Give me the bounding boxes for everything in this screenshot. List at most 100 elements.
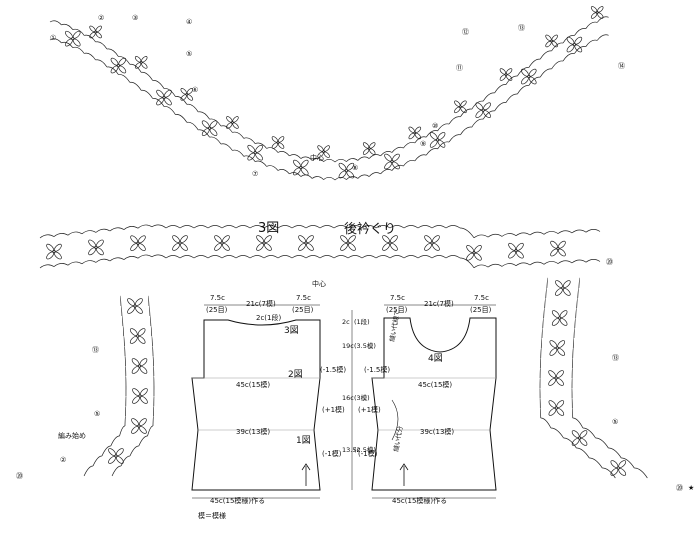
upper-arc-label: ⑧	[352, 164, 358, 172]
upper-arc-label: ⑤	[186, 50, 192, 58]
upper-arc-labels: ① ② ③ ④ ⑤ ⑥ ⑦ ⑧ ⑨ ⑩ ⑪ ⑫ ⑬ ⑭ 中心	[50, 14, 625, 178]
flower-motif	[454, 100, 467, 114]
flower-motif	[180, 88, 194, 101]
flower-motif	[271, 136, 285, 149]
flower-motif	[89, 25, 102, 39]
back-top-dim: 7.5c	[296, 294, 311, 302]
flower-motif	[129, 328, 146, 344]
flower-motif	[429, 132, 446, 148]
flower-motif	[338, 162, 355, 179]
back-height-mark: (3.5模)	[354, 341, 376, 350]
section-figure-number: 3図	[258, 221, 279, 236]
upper-arc-label: ③	[132, 14, 138, 22]
upper-arc-motif-band	[49, 6, 609, 181]
upper-arc-label: ⑦	[252, 170, 258, 178]
upper-arc-label: ⑭	[618, 62, 625, 70]
upper-arc-label: ④	[186, 18, 192, 26]
back-fig-label: 1図	[296, 435, 311, 446]
flower-motif	[555, 280, 571, 296]
right-lower-label: ⑬	[612, 354, 619, 362]
back-top-dim: 7.5c	[210, 294, 225, 302]
front-inner-note: 縫い代分	[391, 425, 404, 453]
back-neck-note: 2c(1段)	[256, 313, 281, 322]
back-height-mark: 19c	[342, 342, 354, 350]
chain-mesh	[111, 295, 155, 477]
flower-motif	[549, 340, 566, 356]
flower-motif	[108, 448, 124, 464]
chain-mesh	[49, 34, 609, 181]
flower-motif	[317, 145, 330, 158]
back-fig-label: 2図	[288, 369, 303, 380]
flower-motif	[172, 235, 188, 251]
flower-motif	[130, 235, 146, 251]
chain-mesh	[39, 224, 601, 239]
back-side-mark: (-1.5模)	[320, 365, 346, 374]
flower-motif	[134, 56, 148, 69]
star-note: ★	[688, 484, 694, 492]
back-side-mark: (+1模)	[322, 405, 345, 414]
left-lower-label: ②	[60, 456, 66, 464]
flower-motif	[293, 159, 309, 176]
flower-motif	[590, 6, 604, 19]
chain-mesh	[83, 295, 127, 477]
right-lower-label: ⑳	[606, 258, 613, 266]
flower-motif	[247, 144, 263, 161]
flower-motif	[340, 235, 356, 251]
back-top-dim: (25目)	[292, 306, 314, 314]
back-height-mark: 13.5c	[342, 446, 360, 454]
chain-mesh	[49, 16, 609, 163]
flower-motif	[88, 239, 104, 256]
front-top-dim: (25目)	[470, 306, 492, 314]
front-panel-outline	[371, 317, 497, 491]
flower-motif	[548, 370, 564, 386]
flower-motif	[521, 68, 537, 85]
flower-motif	[475, 102, 491, 118]
back-fig-label: 3図	[284, 325, 299, 336]
front-up-arrow-head	[399, 463, 409, 471]
flower-motif	[131, 358, 148, 374]
front-bottom-width: 45c(15模様)作る	[392, 496, 447, 505]
front-top-dim: 21c(7模)	[424, 299, 454, 308]
front-top-dim: 7.5c	[474, 294, 489, 302]
flower-motif	[127, 298, 143, 314]
back-height-mark: 16c	[342, 394, 354, 402]
back-bottom-width: 45c(15模様)作る	[210, 496, 265, 505]
flower-motif	[46, 243, 62, 260]
band-center-mark: 中心	[312, 279, 326, 288]
flower-motif	[508, 242, 524, 259]
upper-arc-label: ⑫	[462, 28, 469, 36]
left-lower-motif-band	[83, 295, 155, 477]
upper-arc-label: ②	[98, 14, 104, 22]
flower-motif	[551, 310, 568, 326]
flower-motif	[571, 430, 588, 446]
front-side-mark: (-1.5模)	[364, 365, 390, 374]
back-height-mark: (3模)	[354, 393, 370, 402]
upper-arc-label: ⑨	[420, 140, 426, 148]
back-waist-width: 39c(13模)	[236, 427, 270, 436]
front-fig-label: 4図	[428, 353, 443, 364]
upper-arc-label: ⑪	[456, 64, 463, 72]
right-lower-motif-band	[539, 277, 648, 479]
chain-mesh	[539, 277, 616, 479]
right-lower-label: ⑤	[612, 418, 618, 426]
back-height-mark: 2c	[342, 318, 350, 326]
left-lower-label: ⑳	[16, 472, 23, 480]
flower-motif	[214, 235, 230, 251]
upper-arc-center-mark: 中心	[310, 153, 324, 162]
front-top-dim: 7.5c	[390, 294, 405, 302]
flower-motif	[201, 120, 218, 136]
back-panel-outline	[191, 319, 321, 491]
left-lower-label: ⑬	[92, 346, 99, 354]
front-waist-width: 39c(13模)	[420, 427, 454, 436]
upper-arc-label: ⑥	[192, 86, 198, 94]
flower-motif	[298, 235, 314, 251]
flower-motif	[65, 30, 81, 47]
flower-motif	[362, 142, 376, 155]
flower-motif	[256, 235, 272, 251]
flower-motif	[466, 245, 482, 261]
flower-motif	[408, 126, 422, 140]
footnote: 模＝模様	[198, 511, 226, 520]
back-up-arrow-head	[301, 463, 311, 471]
front-side-mark: (-1模)	[358, 449, 378, 458]
